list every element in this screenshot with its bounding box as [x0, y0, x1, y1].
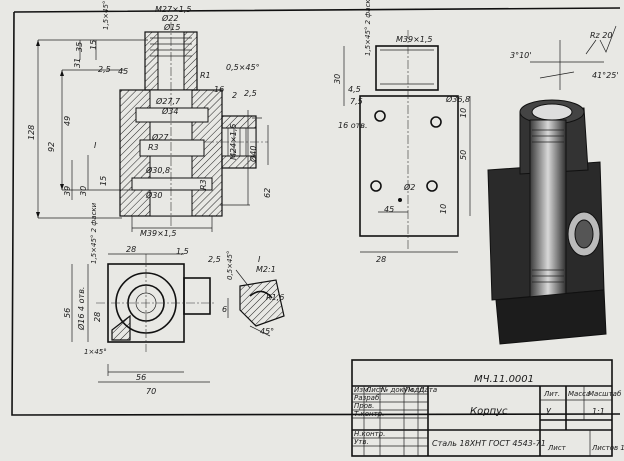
svg-text:Ø40: Ø40 — [248, 146, 258, 163]
svg-text:Подп.: Подп. — [405, 386, 426, 394]
svg-text:Ø27: Ø27 — [151, 132, 169, 142]
svg-text:30: 30 — [333, 74, 342, 84]
svg-text:28: 28 — [126, 245, 136, 254]
svg-text:1,5×45° 2 фаски: 1,5×45° 2 фаски — [90, 202, 98, 264]
side-view-dimensions: 1,5×45° 2 фаски М39×1,5 30 4,5 7,5 Ø36,8… — [333, 0, 470, 264]
svg-text:Листов 1: Листов 1 — [591, 444, 624, 452]
svg-text:28: 28 — [93, 312, 102, 322]
svg-text:1×45°: 1×45° — [84, 348, 107, 356]
svg-text:Дата: Дата — [418, 386, 437, 394]
svg-text:R3: R3 — [199, 179, 208, 190]
plan-view-dimensions: 1,5×45° 2 фаски 28 1,5 2,5 56 Ø16 4 отв.… — [63, 202, 221, 396]
svg-text:Ø2: Ø2 — [403, 182, 415, 192]
svg-text:Ø15: Ø15 — [163, 22, 180, 32]
svg-text:2,5: 2,5 — [98, 65, 111, 74]
svg-text:М2:1: М2:1 — [256, 265, 276, 274]
svg-text:128: 128 — [27, 125, 36, 140]
svg-text:15: 15 — [99, 176, 108, 186]
svg-text:2,5: 2,5 — [244, 89, 257, 98]
svg-text:35: 35 — [75, 42, 84, 52]
svg-text:Ø34: Ø34 — [161, 106, 178, 116]
svg-text:15: 15 — [89, 40, 98, 50]
svg-text:Масса: Масса — [568, 390, 590, 398]
svg-text:56: 56 — [63, 308, 72, 318]
svg-text:Лит.: Лит. — [543, 390, 560, 398]
svg-text:31: 31 — [73, 58, 82, 68]
svg-text:Ø27,7: Ø27,7 — [155, 96, 181, 106]
scale-value: 1:1 — [592, 407, 605, 416]
svg-text:70: 70 — [146, 387, 156, 396]
isometric-cutaway-view — [487, 99, 607, 345]
detail-view-I: I М2:1 0,5×45° R1,6 45° 6 — [222, 251, 285, 337]
svg-text:Масштаб: Масштаб — [588, 390, 622, 398]
svg-text:56: 56 — [136, 373, 146, 382]
svg-text:45°: 45° — [260, 327, 274, 336]
svg-text:№ докум.: № докум. — [380, 386, 416, 394]
svg-text:39: 39 — [63, 186, 72, 196]
svg-text:2,5: 2,5 — [208, 255, 221, 264]
svg-text:4,5: 4,5 — [348, 85, 361, 94]
svg-text:R3: R3 — [148, 143, 159, 152]
drawing-number: МЧ.11.0001 — [474, 374, 534, 385]
svg-text:62: 62 — [263, 188, 272, 198]
svg-text:М24×1,5: М24×1,5 — [229, 123, 238, 160]
svg-text:10: 10 — [459, 108, 468, 118]
svg-text:49: 49 — [63, 116, 72, 126]
side-view — [343, 30, 471, 253]
part-name: Корпус — [470, 406, 508, 417]
svg-text:16: 16 — [214, 85, 224, 94]
svg-text:3°10': 3°10' — [510, 51, 531, 60]
svg-text:6: 6 — [222, 305, 227, 314]
svg-text:М27×1,5: М27×1,5 — [155, 5, 192, 14]
material: Сталь 18ХНТ ГОСТ 4543-71 — [432, 439, 546, 448]
svg-text:Утв.: Утв. — [354, 438, 369, 446]
plan-view — [71, 253, 216, 383]
svg-text:Rz 20: Rz 20 — [590, 31, 612, 40]
svg-text:Лист: Лист — [547, 444, 567, 452]
svg-text:Пров.: Пров. — [354, 402, 374, 410]
svg-text:R1,6: R1,6 — [266, 293, 284, 302]
svg-text:Ø16 4 отв.: Ø16 4 отв. — [76, 287, 86, 331]
svg-text:1,5×45° 2 фаски: 1,5×45° 2 фаски — [364, 0, 372, 56]
drawing-frame — [11, 7, 621, 416]
svg-text:Ø30: Ø30 — [145, 190, 162, 200]
svg-text:I: I — [94, 141, 97, 150]
svg-text:Ø36,8: Ø36,8 — [445, 94, 470, 104]
svg-text:50: 50 — [459, 150, 468, 160]
svg-text:28: 28 — [376, 255, 386, 264]
svg-text:10: 10 — [439, 204, 448, 214]
svg-text:45: 45 — [384, 205, 394, 214]
svg-text:М39×1,5: М39×1,5 — [396, 35, 433, 44]
svg-text:92: 92 — [47, 142, 56, 152]
svg-text:30: 30 — [79, 186, 88, 196]
svg-text:1,5: 1,5 — [176, 247, 189, 256]
svg-text:0,5×45°: 0,5×45° — [226, 63, 260, 72]
svg-text:I: I — [258, 255, 261, 264]
svg-text:Ø30,8: Ø30,8 — [145, 165, 170, 175]
roughness-symbol: Rz 20 3°10' 41°25' — [510, 25, 619, 90]
svg-text:Н.контр.: Н.контр. — [354, 430, 385, 438]
main-view-dimensions: М27×1,5 Ø22 Ø15 1,5×45° 2 фаски 35 15 31… — [27, 0, 272, 238]
title-block: МЧ.11.0001 Корпус Сталь 18ХНТ ГОСТ 4543-… — [351, 359, 624, 457]
svg-text:У: У — [546, 407, 552, 416]
svg-text:16 отв.: 16 отв. — [338, 121, 368, 130]
svg-text:R1: R1 — [200, 71, 211, 80]
svg-text:М39×1,5: М39×1,5 — [140, 229, 177, 238]
main-section-view — [36, 22, 269, 232]
svg-text:0,5×45°: 0,5×45° — [226, 251, 234, 280]
svg-text:Т.контр.: Т.контр. — [354, 410, 384, 418]
svg-text:41°25': 41°25' — [592, 71, 619, 80]
svg-text:2: 2 — [232, 91, 237, 100]
svg-text:Ø22: Ø22 — [161, 13, 178, 23]
svg-text:45: 45 — [118, 67, 128, 76]
svg-text:Изм.: Изм. — [354, 386, 370, 394]
svg-text:Разраб.: Разраб. — [354, 394, 382, 402]
svg-text:7,5: 7,5 — [350, 97, 363, 106]
svg-text:Лист: Лист — [365, 386, 385, 394]
svg-text:1,5×45° 2 фаски: 1,5×45° 2 фаски — [102, 0, 110, 30]
